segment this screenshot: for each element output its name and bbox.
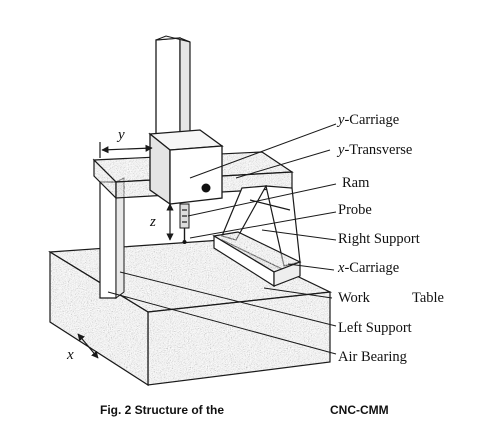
caption-prefix: Fig. 2 Structure of the — [100, 403, 224, 417]
axis-z-label: z — [149, 214, 156, 230]
axis-indicators: y z x — [66, 127, 174, 363]
label-right-support: Right Support — [338, 231, 420, 247]
label-work: Work — [338, 290, 371, 306]
label-left-support: Left Support — [338, 320, 412, 336]
label-air-bearing: Air Bearing — [338, 349, 407, 365]
caption-suffix: CNC-CMM — [330, 403, 389, 417]
label-y-transverse: y-Transverse — [336, 142, 412, 158]
leader-lines — [107, 123, 337, 355]
figure-caption: Fig. 2 Structure of the CNC-CMM — [100, 403, 389, 417]
label-ram: Ram — [342, 175, 370, 191]
left-support — [99, 177, 125, 299]
x-carriage — [212, 231, 302, 288]
probe — [179, 203, 190, 244]
label-y-carriage: y-Carriage — [336, 112, 399, 128]
y-carriage — [148, 129, 224, 206]
label-table: Table — [412, 290, 444, 306]
label-x-carriage: x-Carriage — [337, 260, 399, 276]
component-labels: y-Carriage y-Transverse Ram Probe Right … — [336, 112, 444, 365]
label-probe: Probe — [338, 202, 372, 218]
axis-y-label: y — [116, 127, 125, 143]
carriage-knob-icon — [201, 183, 211, 193]
axis-x-label: x — [66, 347, 74, 363]
ram-column — [155, 35, 191, 137]
